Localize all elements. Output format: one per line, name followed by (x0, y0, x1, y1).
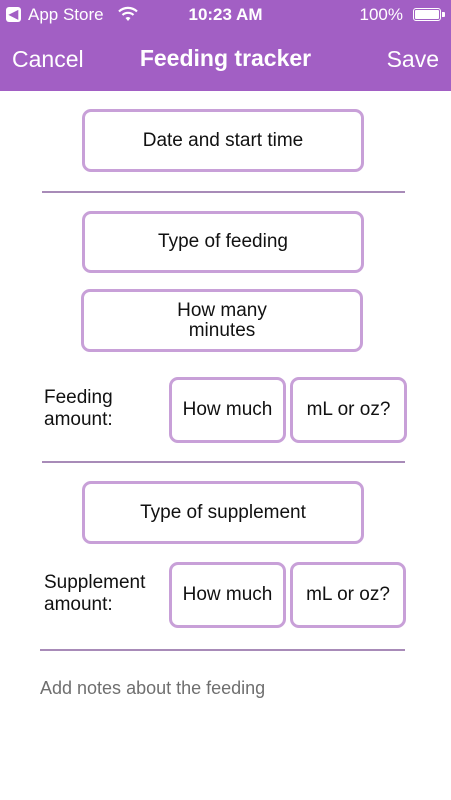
supplement-type-button[interactable]: Type of supplement (82, 481, 364, 544)
feeding-how-much-label: How much (182, 399, 273, 420)
wifi-icon (118, 6, 138, 21)
feeding-unit-label: mL or oz? (306, 399, 391, 420)
minutes-label-line2: minutes (188, 319, 256, 341)
feeding-how-much-input[interactable]: How much (169, 377, 286, 443)
supplement-amount-label-line2: amount: (44, 594, 113, 615)
section-divider (42, 461, 405, 463)
battery-percent: 100% (359, 5, 403, 24)
battery-icon (413, 8, 445, 21)
minutes-label-line1: How many (177, 299, 267, 321)
supplement-amount-label: Supplement amount: (44, 572, 145, 616)
navigation-bar: Cancel Feeding tracker Save (0, 30, 451, 91)
page-title: Feeding tracker (139, 45, 312, 71)
status-time: 10:23 AM (188, 5, 263, 24)
feeding-type-button[interactable]: Type of feeding (82, 211, 364, 273)
supplement-unit-label: mL or oz? (306, 584, 390, 605)
date-start-time-button[interactable]: Date and start time (82, 109, 364, 172)
minutes-input[interactable]: How many minutes (81, 289, 363, 352)
status-bar: ◀ App Store 10:23 AM 100% (0, 0, 451, 30)
supplement-how-much-input[interactable]: How much (169, 562, 286, 628)
back-to-app-icon[interactable]: ◀ (6, 7, 21, 22)
save-button[interactable]: Save (386, 46, 439, 72)
supplement-unit-selector[interactable]: mL or oz? (290, 562, 406, 628)
supplement-type-label: Type of supplement (140, 501, 306, 523)
feeding-amount-label: Feeding amount: (44, 387, 113, 431)
section-divider (40, 649, 405, 651)
section-divider (42, 191, 405, 193)
date-start-time-label: Date and start time (142, 129, 304, 151)
supplement-amount-label-line1: Supplement (44, 572, 146, 593)
carrier-label[interactable]: App Store (28, 5, 104, 24)
notes-input[interactable]: Add notes about the feeding (40, 678, 266, 698)
feeding-amount-label-line2: amount: (44, 409, 113, 430)
feeding-type-label: Type of feeding (158, 231, 288, 252)
feeding-unit-selector[interactable]: mL or oz? (290, 377, 407, 443)
cancel-button[interactable]: Cancel (12, 46, 84, 72)
supplement-how-much-label: How much (182, 584, 273, 605)
feeding-amount-label-line1: Feeding (44, 387, 113, 408)
